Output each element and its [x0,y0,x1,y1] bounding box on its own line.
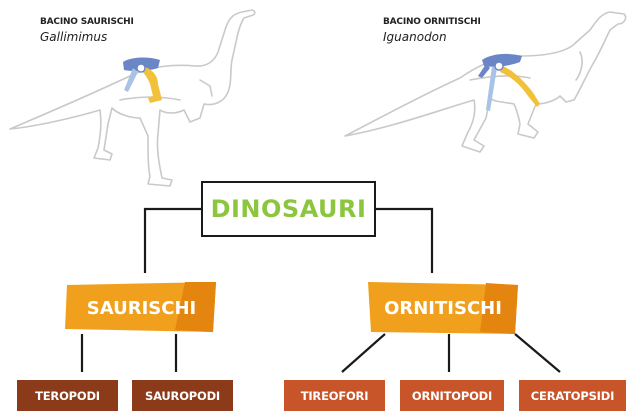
pelvis-type-label: BACINO SAURISCHI [40,17,134,27]
leaf-node-tireofori: TIREOFORI [284,380,385,411]
clade-label: SAURISCHI [87,298,196,319]
clade-label: ORNITISCHI [384,298,502,319]
pelvis-type-label: BACINO ORNITISCHI [383,17,481,27]
clade-node-ornitischi: ORNITISCHI [368,282,518,334]
root-node-dinosauri: DINOSAURI [201,181,376,237]
dinosaur-label-ornitischi: BACINO ORNITISCHI Iguanodon [383,17,481,44]
species-name: Gallimimus [40,30,134,44]
root-node-label: DINOSAURI [211,195,367,223]
leaf-node-ceratopsidi: CERATOPSIDI [519,380,626,411]
leaf-node-sauropodi: SAUROPODI [132,380,233,411]
leaf-node-ornitopodi: ORNITOPODI [400,380,504,411]
species-name: Iguanodon [383,30,481,44]
clade-node-saurischi: SAURISCHI [65,282,218,334]
leaf-node-teropodi: TEROPODI [17,380,118,411]
gallimimus-pelvis-icon [123,58,162,103]
dinosaur-label-saurischi: BACINO SAURISCHI Gallimimus [40,17,134,44]
